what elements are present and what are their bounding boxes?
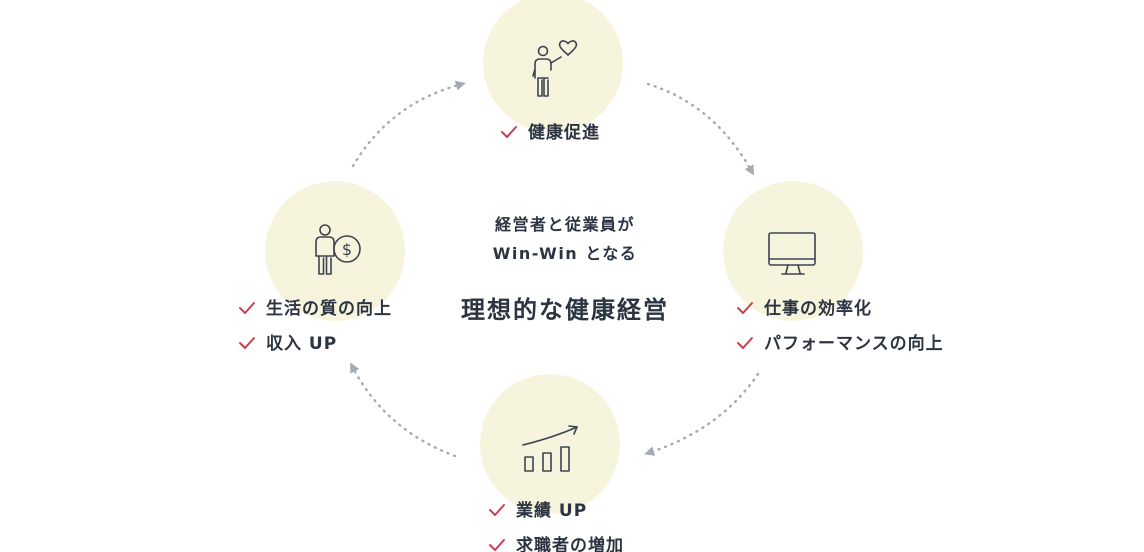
bottom-checklist-label: 求職者の増加: [516, 536, 624, 552]
left-checklist-label: 収入 UP: [266, 334, 338, 354]
checkmark-icon: [238, 300, 256, 314]
right-checklist-label: パフォーマンスの向上: [764, 334, 944, 354]
center-line-2: Win-Win となる: [492, 244, 638, 263]
bottom-node-checklist: 業績 UP 求職者の増加: [488, 491, 624, 552]
top-node-checklist: 健康促進: [500, 113, 600, 148]
right-checklist-label: 仕事の効率化: [764, 299, 872, 319]
svg-text:$: $: [342, 240, 352, 259]
right-checklist-item: 仕事の効率化: [736, 289, 944, 324]
person-heart-icon: [523, 36, 583, 102]
bottom-checklist-item: 業績 UP: [488, 491, 624, 526]
node-circle-right: [723, 181, 863, 321]
growth-chart-icon: [519, 423, 583, 475]
arrow-bottom-to-left: [350, 362, 457, 458]
node-circle-top: [483, 0, 623, 133]
checkmark-icon: [736, 335, 754, 349]
checkmark-icon: [736, 300, 754, 314]
left-checklist-item: 収入 UP: [238, 324, 392, 359]
checkmark-icon: [500, 124, 518, 138]
top-checklist-label: 健康促進: [528, 123, 600, 143]
checkmark-icon: [238, 335, 256, 349]
left-checklist-item: 生活の質の向上: [238, 289, 392, 324]
person-dollar-icon: $: [308, 222, 366, 278]
bottom-checklist-label: 業績 UP: [516, 501, 588, 521]
node-circle-bottom: [480, 374, 620, 514]
bottom-checklist-item: 求職者の増加: [488, 526, 624, 552]
arrow-right-to-bottom: [644, 372, 760, 456]
monitor-icon: [766, 230, 820, 280]
left-node-checklist: 生活の質の向上収入 UP: [238, 289, 392, 359]
checkmark-icon: [488, 502, 506, 516]
arrow-top-to-right: [646, 82, 754, 176]
center-title: 理想的な健康経営: [461, 296, 669, 324]
checkmark-icon: [488, 537, 506, 551]
right-node-checklist: 仕事の効率化パフォーマンスの向上: [736, 289, 944, 359]
right-checklist-item: パフォーマンスの向上: [736, 324, 944, 359]
center-message: 経営者と従業員が Win-Win となる 理想的な健康経営: [420, 210, 710, 325]
left-checklist-label: 生活の質の向上: [266, 299, 392, 319]
arrow-left-to-top: [351, 80, 466, 168]
top-checklist-item: 健康促進: [500, 113, 600, 148]
center-line-1: 経営者と従業員が: [494, 215, 635, 234]
